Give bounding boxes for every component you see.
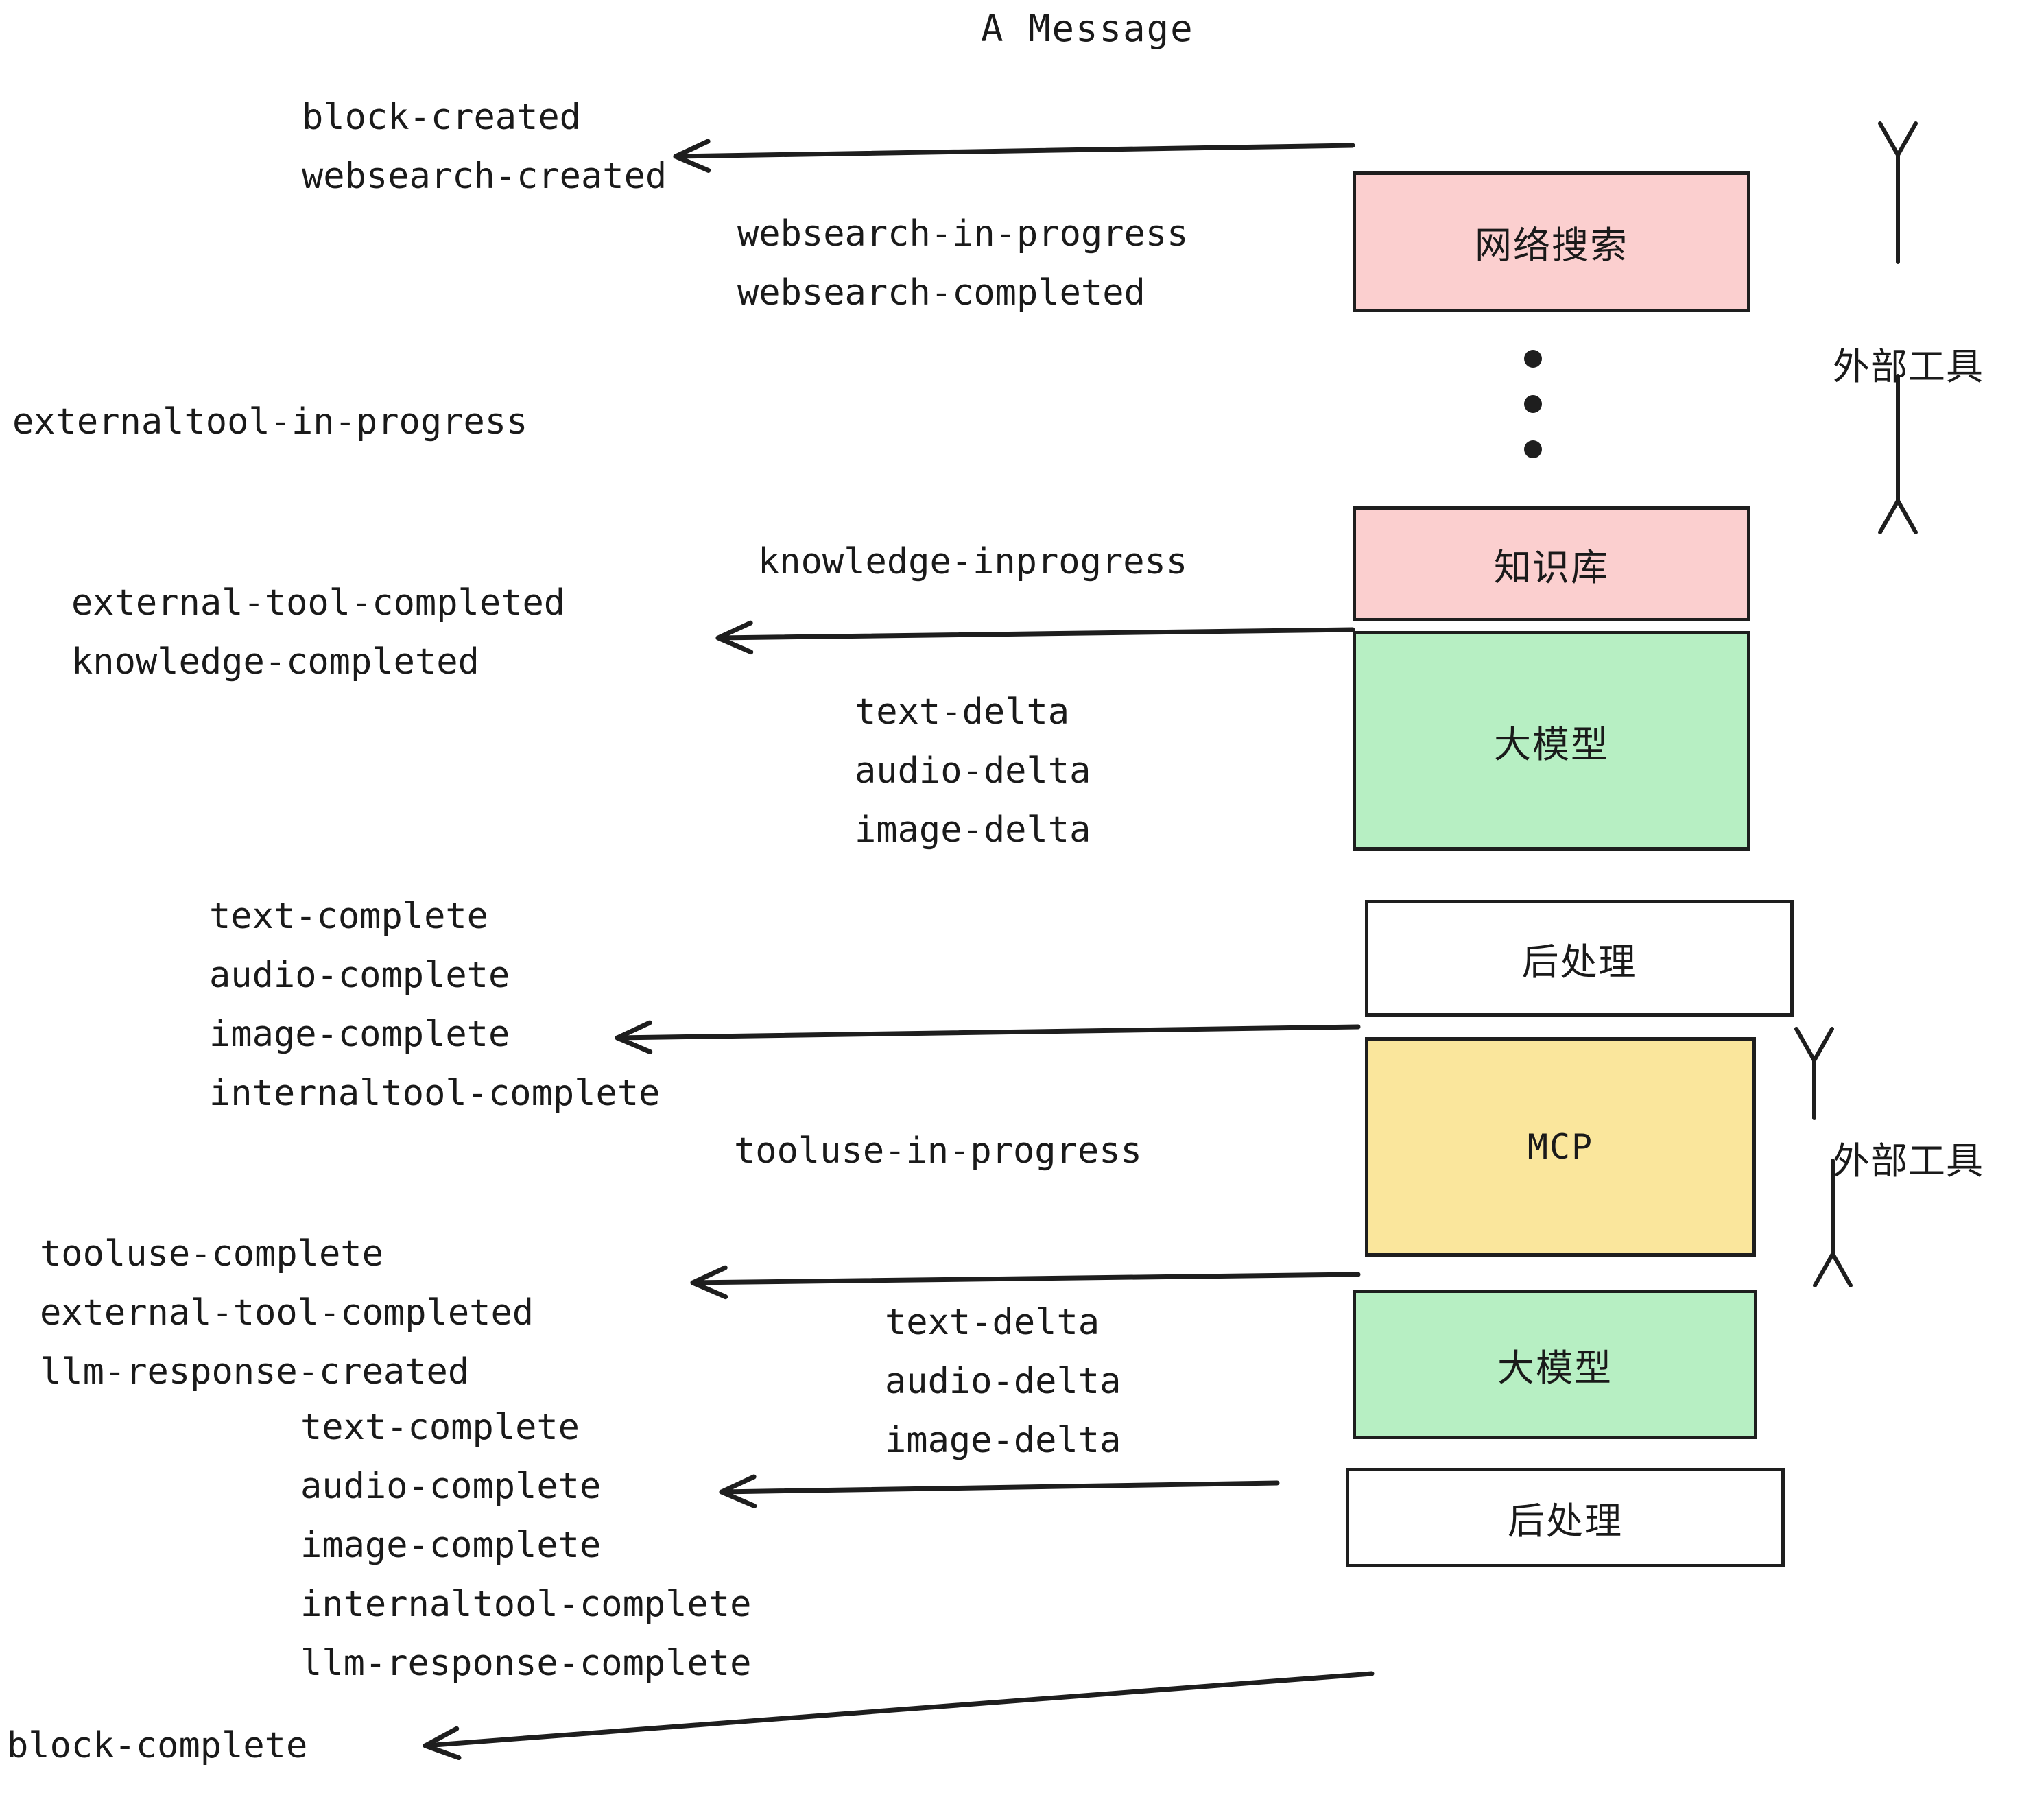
event-group-group-completes-1: text-complete audio-complete image-complet… bbox=[209, 887, 660, 1123]
event-label: image-delta bbox=[855, 809, 1091, 851]
event-group-group-externaltool-inprogress: externaltool-in-progress bbox=[12, 392, 527, 451]
event-group-group-block-created: block-created websearch-created bbox=[302, 88, 667, 206]
ellipsis-dot bbox=[1524, 440, 1542, 458]
node-label: 知识库 bbox=[1494, 545, 1609, 589]
arrow-knowledge-completed-shaft bbox=[715, 627, 1355, 641]
node-label: 后处理 bbox=[1521, 940, 1637, 984]
event-label: text-delta bbox=[855, 691, 1070, 733]
event-label: llm-response-created bbox=[40, 1351, 470, 1392]
node-label: MCP bbox=[1527, 1127, 1594, 1167]
event-label: image-complete bbox=[209, 1014, 510, 1055]
event-label: text-complete bbox=[300, 1407, 580, 1448]
node-mcp: MCP bbox=[1365, 1037, 1756, 1257]
node-llm-1: 大模型 bbox=[1353, 631, 1750, 851]
event-group-group-tooluse-complete: tooluse-complete external-tool-completed l… bbox=[40, 1224, 534, 1401]
arrow-knowledge-completed-head bbox=[715, 620, 754, 655]
event-group-group-knowledge-inprogress: knowledge-inprogress bbox=[758, 532, 1187, 591]
bracket-top-up-head bbox=[1878, 121, 1918, 157]
ellipsis-dot bbox=[1524, 350, 1542, 368]
event-label: internaltool-complete bbox=[300, 1584, 752, 1625]
bracket-bottom-down-head bbox=[1813, 1252, 1853, 1287]
event-label: block-complete bbox=[7, 1725, 308, 1766]
node-websearch: 网络搜索 bbox=[1353, 171, 1750, 312]
node-postprocess-2: 后处理 bbox=[1346, 1468, 1785, 1567]
event-label: audio-delta bbox=[885, 1361, 1121, 1402]
event-label: audio-complete bbox=[300, 1466, 602, 1507]
event-group-group-tooluse-inprogress: tooluse-in-progress bbox=[734, 1121, 1142, 1180]
arrow-image-complete-shaft bbox=[615, 1024, 1361, 1041]
event-label: internaltool-complete bbox=[209, 1073, 661, 1114]
event-label: text-delta bbox=[885, 1302, 1100, 1343]
event-group-group-block-complete: block-complete bbox=[7, 1716, 307, 1775]
node-label: 大模型 bbox=[1497, 1346, 1613, 1390]
event-label: external-tool-completed bbox=[40, 1292, 534, 1333]
arrow-tooluse-complete-shaft bbox=[690, 1272, 1361, 1285]
event-label: externaltool-in-progress bbox=[12, 401, 528, 442]
event-label: websearch-created bbox=[302, 156, 667, 197]
event-label: block-created bbox=[302, 97, 581, 138]
arrow-audio-complete-shaft bbox=[719, 1480, 1280, 1495]
event-label: audio-delta bbox=[855, 750, 1091, 792]
event-group-group-deltas-1: text-delta audio-delta image-delta bbox=[855, 683, 1091, 859]
event-label: image-complete bbox=[300, 1525, 602, 1566]
event-label: knowledge-inprogress bbox=[758, 541, 1188, 582]
arrow-block-complete-head bbox=[423, 1726, 462, 1761]
node-postprocess-1: 后处理 bbox=[1365, 900, 1794, 1017]
event-label: llm-response-complete bbox=[300, 1643, 752, 1684]
node-llm-2: 大模型 bbox=[1353, 1290, 1757, 1439]
arrow-block-created-shaft bbox=[673, 143, 1355, 159]
event-label: websearch-in-progress bbox=[737, 213, 1189, 254]
node-knowledge: 知识库 bbox=[1353, 506, 1750, 621]
event-group-group-completes-2: text-complete audio-complete image-complet… bbox=[300, 1398, 751, 1693]
event-label: image-delta bbox=[885, 1420, 1121, 1461]
event-label: tooluse-in-progress bbox=[734, 1130, 1142, 1172]
event-label: audio-complete bbox=[209, 955, 510, 996]
side-label-external-tools-top: 外部工具 bbox=[1833, 345, 1984, 388]
arrow-tooluse-complete-head bbox=[690, 1265, 728, 1300]
event-group-group-deltas-2: text-delta audio-delta image-delta bbox=[885, 1293, 1121, 1470]
page-title: A Message bbox=[981, 7, 1194, 50]
event-label: text-complete bbox=[209, 896, 488, 937]
node-label: 后处理 bbox=[1508, 1499, 1623, 1543]
node-label: 大模型 bbox=[1494, 722, 1609, 766]
bracket-top-down-head bbox=[1878, 499, 1918, 534]
bracket-bottom-up-head bbox=[1794, 1027, 1834, 1063]
arrow-block-created-head bbox=[673, 139, 711, 173]
event-label: external-tool-completed bbox=[71, 582, 566, 624]
event-label: websearch-completed bbox=[737, 272, 1145, 313]
event-group-group-websearch: websearch-in-progress websearch-completed bbox=[737, 204, 1188, 322]
side-label-external-tools-bottom: 外部工具 bbox=[1833, 1139, 1984, 1183]
event-label: tooluse-complete bbox=[40, 1233, 383, 1274]
event-group-group-external-completed: external-tool-completed knowledge-complet… bbox=[71, 573, 565, 691]
event-label: knowledge-completed bbox=[71, 641, 479, 683]
ellipsis-dot bbox=[1524, 395, 1542, 413]
ellipsis-dots bbox=[1524, 350, 1542, 486]
node-label: 网络搜索 bbox=[1475, 224, 1628, 267]
